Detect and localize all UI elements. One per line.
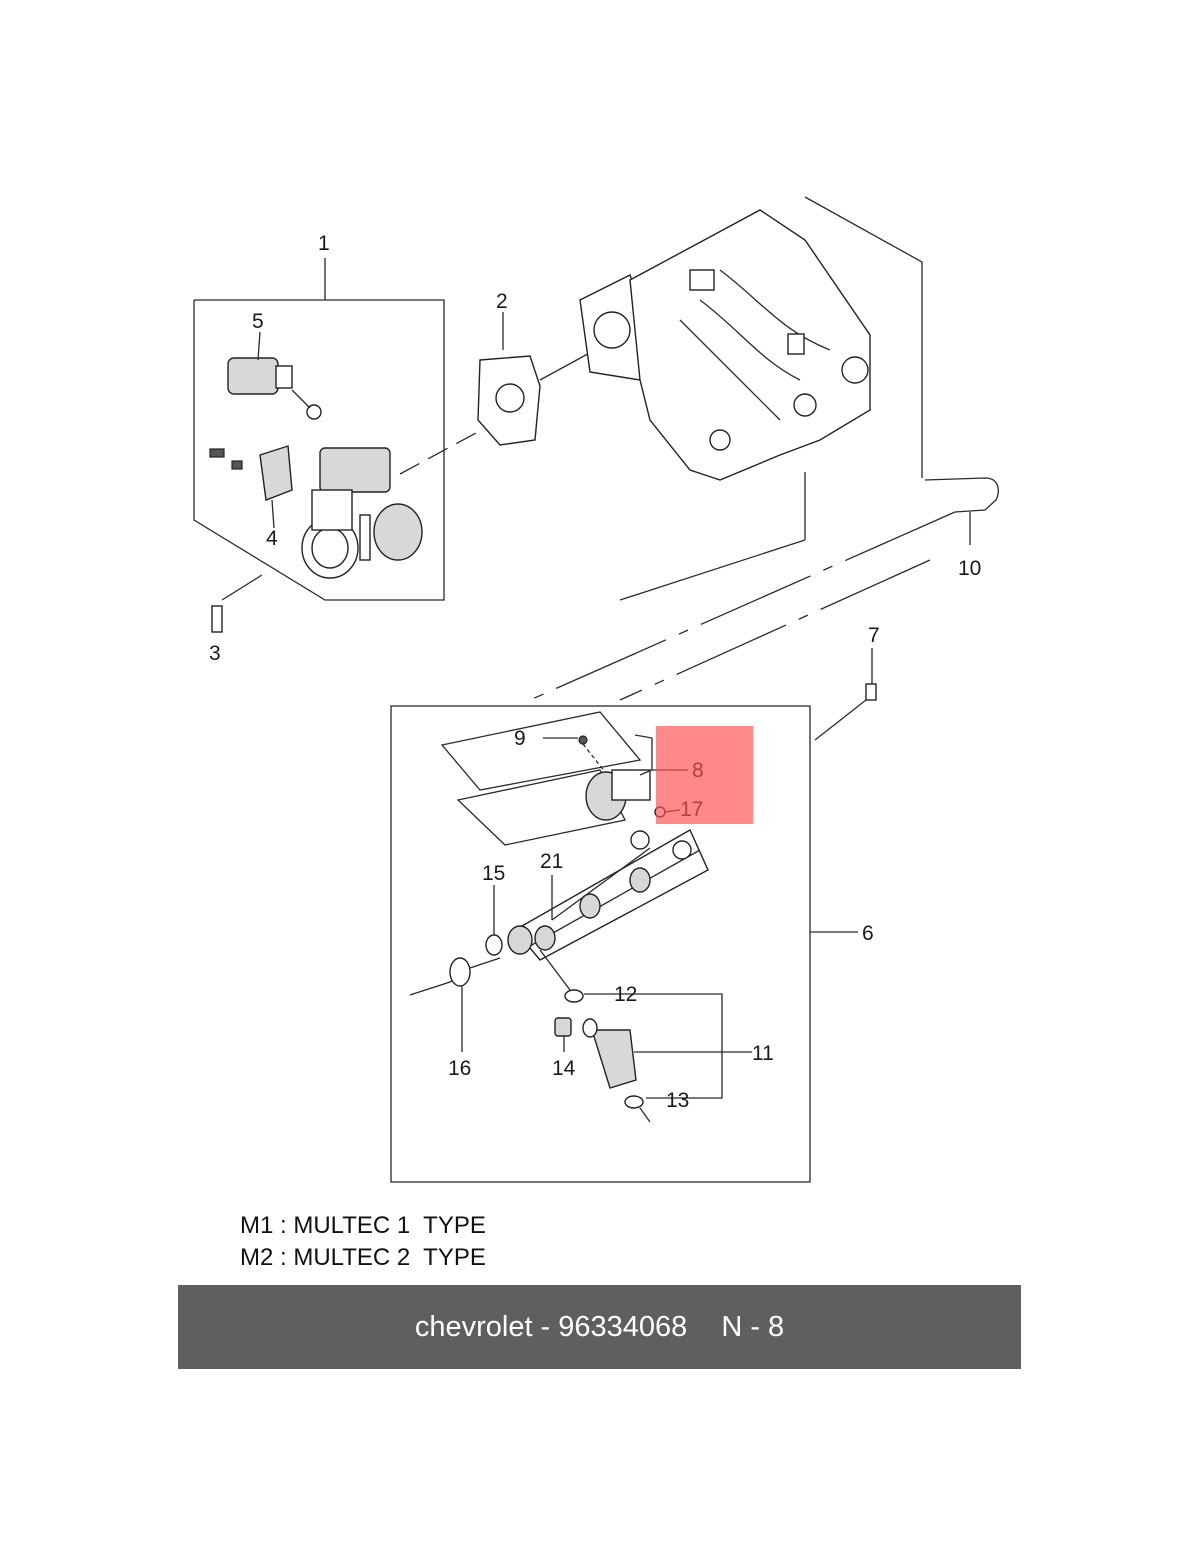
callout-15: 15 bbox=[482, 862, 505, 885]
callout-7: 7 bbox=[868, 624, 880, 647]
intake-manifold bbox=[579, 196, 923, 601]
throttle-body-assembly bbox=[193, 258, 501, 633]
banner-dash: - bbox=[532, 1310, 559, 1343]
highlight-box bbox=[656, 726, 753, 824]
callout-4: 4 bbox=[266, 527, 278, 550]
banner-brand: chevrolet bbox=[414, 1310, 533, 1343]
banner-page-code: N - 8 bbox=[721, 1310, 785, 1343]
callout-13: 13 bbox=[666, 1089, 689, 1112]
callout-14: 14 bbox=[552, 1057, 576, 1080]
legend-m1: M1 : MULTEC 1 TYPE bbox=[240, 1212, 486, 1239]
callout-16: 16 bbox=[448, 1057, 471, 1080]
fuel-rail-assembly bbox=[390, 648, 877, 1183]
part-banner: chevrolet - 96334068 N - 8 bbox=[178, 1285, 1021, 1369]
callout-5: 5 bbox=[252, 310, 264, 333]
legend-m2: M2 : MULTEC 2 TYPE bbox=[240, 1244, 486, 1271]
vacuum-hose bbox=[529, 477, 999, 701]
callout-12: 12 bbox=[614, 983, 637, 1006]
callout-2: 2 bbox=[496, 290, 508, 313]
callout-9: 9 bbox=[514, 727, 526, 750]
banner-part-number: 96334068 bbox=[558, 1310, 688, 1343]
callout-11: 11 bbox=[752, 1042, 774, 1065]
throttle-body-gasket bbox=[477, 312, 596, 446]
callout-10: 10 bbox=[958, 557, 981, 580]
callout-3: 3 bbox=[209, 642, 221, 665]
callout-1: 1 bbox=[318, 232, 330, 255]
callout-21: 21 bbox=[540, 850, 563, 873]
callout-6: 6 bbox=[862, 922, 874, 945]
